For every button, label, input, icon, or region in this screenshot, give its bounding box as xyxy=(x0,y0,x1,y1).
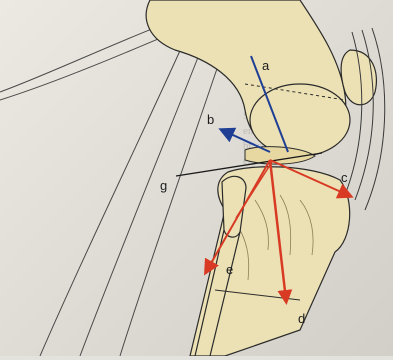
label-d: d xyxy=(298,311,305,326)
patella-bone xyxy=(341,50,376,105)
label-e: e xyxy=(226,262,233,277)
label-c: c xyxy=(341,170,348,185)
label-a: a xyxy=(262,58,270,73)
tibia-bone xyxy=(190,167,350,356)
label-g: g xyxy=(160,178,167,193)
label-b: b xyxy=(207,112,214,127)
